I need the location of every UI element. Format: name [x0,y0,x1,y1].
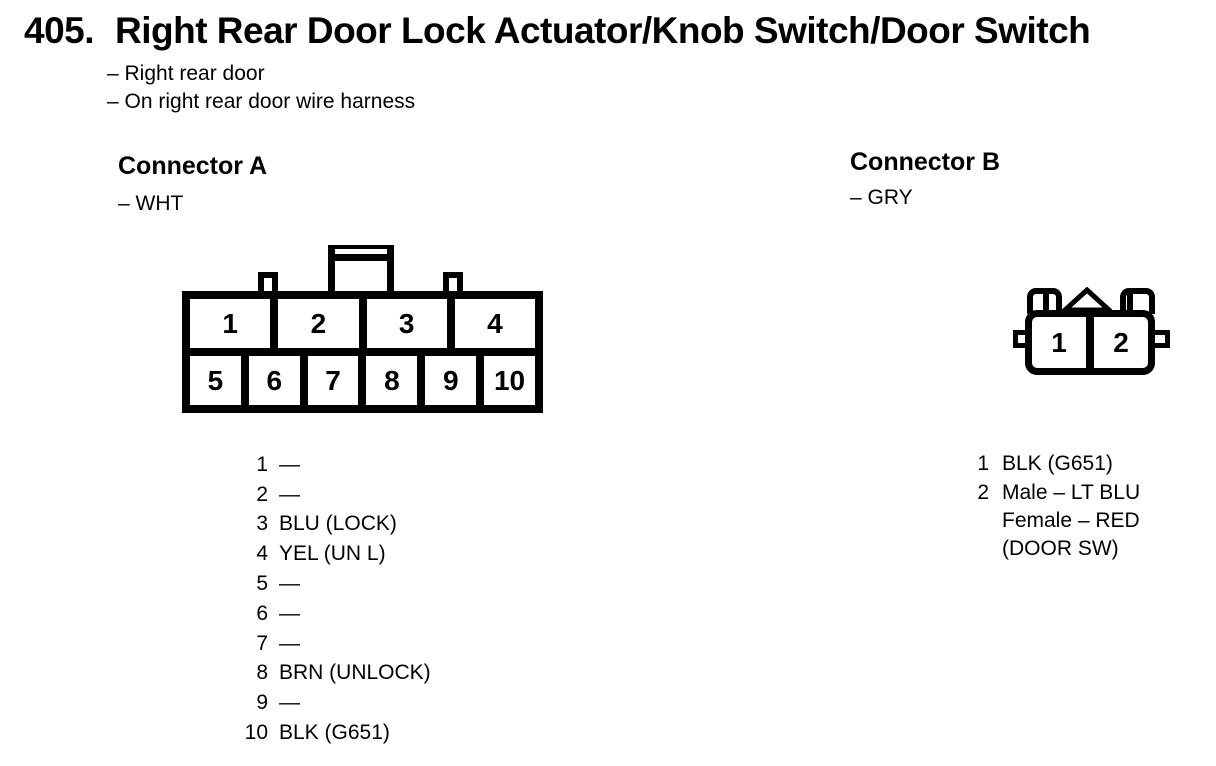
cavity-divider [417,356,426,405]
connector-b-body: 1 2 [1025,310,1155,375]
cavity-1: 1 [222,307,238,339]
section-number: 405. [24,10,95,51]
cavity-2: 2 [1113,326,1129,358]
cavity-divider [240,356,249,405]
connector-a-heading: Connector A [118,152,268,180]
pin-row: 4 YEL (UN L) [232,539,431,569]
cavity-6: 6 [266,364,283,396]
note-line: – Right rear door [107,62,265,85]
pin-value: — [279,631,300,655]
cavity-10: 10 [493,364,526,396]
cavity-8: 8 [384,364,400,396]
pin-row: 9— [232,688,431,718]
page-title: Right Rear Door Lock Actuator/Knob Switc… [115,10,1091,51]
pin-row: 5— [232,569,431,599]
location-notes: – Right rear door – On right rear door w… [107,60,415,116]
pin-number: 1 [977,452,989,475]
connector-b-heading: Connector B [850,148,1000,176]
connector-b-color-note: – GRY [850,186,913,209]
pin-row: 3 BLU (LOCK) [232,510,431,540]
pin-value: BLK (G651) [1002,452,1113,475]
cavity-1: 1 [1051,326,1067,358]
pin-row: 8 BRN (UNLOCK) [232,659,431,689]
pin-value: — [279,572,300,596]
connector-b-clip-left-icon [1027,288,1062,314]
pin-value: BRN (UNLOCK) [279,661,431,685]
pin-value: YEL (UN L) [279,542,386,566]
clip-slot [1127,294,1133,314]
pin-value: — [279,601,300,625]
pin-value: Male – LT BLU Female – RED (DOOR SW) [1002,481,1141,560]
row-divider [190,348,535,356]
cavity-9: 9 [442,364,459,396]
pin-row: 2— [232,480,431,510]
pin-number: 1 [256,452,268,476]
cavity-divider [446,299,455,348]
pin-row: 1— [232,450,431,480]
connector-b-clip-right-icon [1120,288,1155,314]
latch-slot [335,254,387,261]
cavity-divider [1086,317,1094,368]
pin-number: 3 [256,512,268,536]
connector-b-diagram: 1 2 [1008,283,1180,380]
cavity-7: 7 [325,364,341,396]
connector-a-latch-tab [328,245,394,298]
pin-row: 2 Male – LT BLU Female – RED (DOOR SW) [967,479,1140,563]
clip-slot [1043,294,1049,314]
cavity-2: 2 [310,307,327,339]
connector-a-body: 1 2 3 4 5 6 7 8 9 10 [182,291,543,413]
pin-number: 9 [256,691,268,715]
pin-number: 5 [256,572,268,596]
cavity-divider [476,356,485,405]
pin-value: — [279,452,300,476]
cavity-3: 3 [398,307,415,339]
cavity-divider [358,299,367,348]
note-line: – On right rear door wire harness [107,90,416,113]
pin-number: 6 [256,601,268,625]
pin-number: 4 [256,542,268,566]
pin-number: 2 [977,481,989,504]
pin-value: BLK (G651) [279,721,390,745]
pin-number: 10 [244,721,268,745]
cavity-5: 5 [207,364,224,396]
pin-row: 7— [232,629,431,659]
pin-number: 8 [256,661,268,685]
pin-value: BLU (LOCK) [279,512,397,536]
pin-row: 1 BLK (G651) [967,450,1140,478]
pin-value: — [279,691,300,715]
pin-row: 6— [232,599,431,629]
cavity-row-bottom: 5 6 7 8 9 10 [190,356,535,405]
cavity-divider [299,356,308,405]
cavity-row-top: 1 2 3 4 [190,299,535,348]
connector-b-pin-list: 1 BLK (G651) 2 Male – LT BLU Female – RED … [967,450,1140,564]
pin-value: — [279,482,300,506]
connector-b-lug-right-icon [1155,330,1170,348]
cavity-divider [358,356,367,405]
pin-number: 7 [256,631,268,655]
connector-a-diagram: 1 2 3 4 5 6 7 8 9 10 [182,245,543,415]
pin-row: 10 BLK (G651) [232,718,431,748]
connector-b-lug-left-icon [1013,330,1028,348]
cavity-divider [270,299,279,348]
pin-number: 2 [256,482,268,506]
connector-a-color-note: – WHT [118,192,184,215]
cavity-4: 4 [487,307,503,339]
